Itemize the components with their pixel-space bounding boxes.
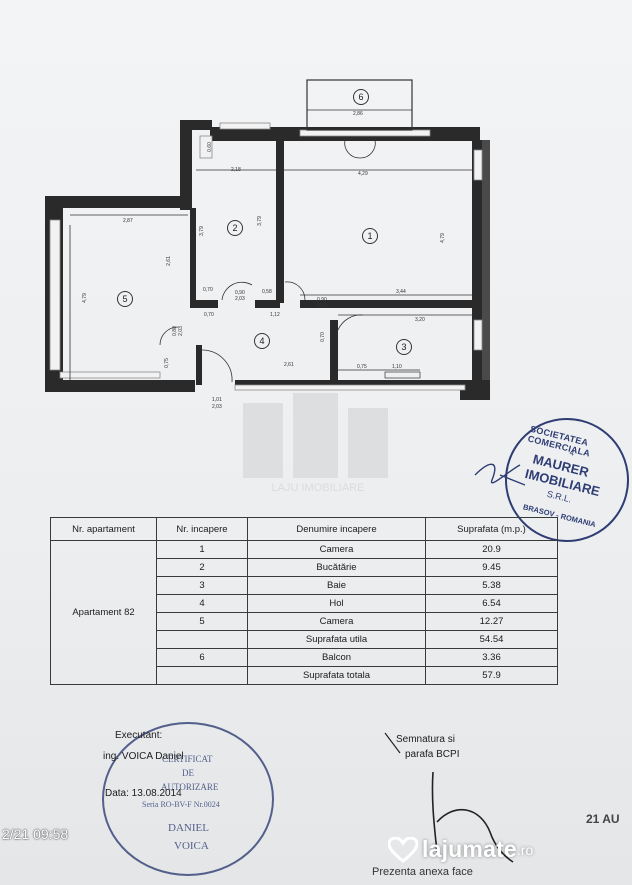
dim-room2-height: 3,79 bbox=[198, 226, 205, 236]
room-area-cell: 20.9 bbox=[425, 540, 558, 559]
room-name-cell: Camera bbox=[247, 612, 426, 631]
cert-line-2: DE bbox=[182, 768, 194, 778]
cert-line-3: AUTORIZARE bbox=[161, 782, 219, 792]
dim-mid-3: 0,70 bbox=[319, 332, 326, 342]
dim-room1-width: 4,29 bbox=[358, 171, 368, 177]
dim-hall-height-2: 2,03 bbox=[177, 326, 184, 336]
dim-room2-height-2: 3,79 bbox=[256, 216, 263, 226]
room-nr-cell: 4 bbox=[156, 594, 248, 613]
executant-title: Executant: bbox=[115, 730, 163, 741]
room-area-cell: 6.54 bbox=[425, 594, 558, 613]
date-stamp-right: 21 AU bbox=[586, 812, 620, 826]
dim-entry-width: 1,01 bbox=[212, 397, 222, 403]
watermark-text: LAJU IMOBILIARE bbox=[272, 482, 365, 493]
cert-line-1: CERTIFICAT bbox=[162, 754, 213, 764]
room-nr-cell: 2 bbox=[156, 558, 248, 577]
room-nr-cell bbox=[156, 630, 248, 649]
room-nr-cell: 6 bbox=[156, 648, 248, 667]
dim-hall-width: 2,61 bbox=[284, 362, 294, 368]
room-number-1: 1 bbox=[362, 228, 378, 244]
room-area-cell: 57.9 bbox=[425, 666, 558, 685]
room-name-cell: Bucătărie bbox=[247, 558, 426, 577]
dim-small-2: 0,70 bbox=[204, 312, 214, 318]
dim-bath-b: 1,10 bbox=[392, 364, 402, 370]
photo-timestamp: 2/21 09:58 bbox=[2, 826, 69, 842]
room-nr-cell: 1 bbox=[156, 540, 248, 559]
room-number-5: 5 bbox=[117, 291, 133, 307]
signature-label-2: parafa BCPI bbox=[405, 749, 460, 760]
room-area-cell: 12.27 bbox=[425, 612, 558, 631]
dim-door-b: 0,90 bbox=[317, 297, 327, 303]
table-row: 5 Camera 12.27 bbox=[51, 612, 558, 631]
signature-label-1: Semnatura si bbox=[396, 734, 455, 745]
floor-plan bbox=[45, 79, 490, 400]
room-area-cell: 9.45 bbox=[425, 558, 558, 577]
room-name-cell: Suprafata utila bbox=[247, 630, 426, 649]
dim-bath-a: 0,75 bbox=[357, 364, 367, 370]
room-name-cell: Baie bbox=[247, 576, 426, 595]
room-area-cell: 3.36 bbox=[425, 648, 558, 667]
cert-line-4: Seria RO-BV-F Nr.0024 bbox=[142, 800, 220, 809]
certification-stamp: CERTIFICAT DE AUTORIZARE Seria RO-BV-F N… bbox=[102, 722, 274, 876]
dim-entry-height: 2,03 bbox=[212, 404, 222, 410]
executant-date: Data: 13.08.2014 bbox=[105, 788, 182, 799]
room-number-2: 2 bbox=[227, 220, 243, 236]
watermark-logo: LAJU IMOBILIARE bbox=[243, 393, 388, 493]
dim-room5-height: 4,79 bbox=[81, 293, 88, 303]
dim-mid-2: 0,58 bbox=[262, 289, 272, 295]
room-number-4: 4 bbox=[254, 333, 270, 349]
room-nr-cell: 5 bbox=[156, 612, 248, 631]
table-header-area: Suprafata (m.p.) bbox=[425, 517, 558, 541]
room-area-cell: 5.38 bbox=[425, 576, 558, 595]
room-number-3: 3 bbox=[396, 339, 412, 355]
room-name-cell: Camera bbox=[247, 540, 426, 559]
room-name-cell: Hol bbox=[247, 594, 426, 613]
dim-door-a: 0,90 bbox=[235, 290, 245, 296]
table-header-room-name: Denumire incapere bbox=[247, 517, 426, 541]
dim-room2-width: 2,18 bbox=[231, 167, 241, 173]
room-name-cell: Balcon bbox=[247, 648, 426, 667]
dim-room5-width: 2,87 bbox=[123, 218, 133, 224]
dim-balcony-width: 2,86 bbox=[353, 111, 363, 117]
dim-small-a: 0,60 bbox=[206, 142, 213, 152]
logo-text: lajumate bbox=[422, 836, 517, 862]
stamp-number: 4 bbox=[568, 447, 576, 458]
lajumate-logo: lajumate .ro bbox=[388, 836, 533, 863]
table-row: 6 Balcon 3.36 bbox=[51, 648, 558, 667]
bottom-note: Prezenta anexa face bbox=[372, 866, 473, 878]
table-row: 2 Bucătărie 9.45 bbox=[51, 558, 558, 577]
table-header-apartment: Nr. apartament bbox=[50, 517, 157, 541]
table-header-room-nr: Nr. incapere bbox=[156, 517, 248, 541]
dim-mid: 1,12 bbox=[270, 312, 280, 318]
table-row: Apartament 82 1 Camera 20.9 bbox=[50, 540, 558, 685]
room-number-6: 6 bbox=[353, 89, 369, 105]
table-header-row: Nr. apartament Nr. incapere Denumire inc… bbox=[50, 517, 558, 541]
cert-line-6: VOICA bbox=[174, 840, 209, 852]
room-area-cell: 54.54 bbox=[425, 630, 558, 649]
executant-name: ing. VOICA Daniel bbox=[103, 751, 184, 762]
dim-small-1: 0,70 bbox=[203, 287, 213, 293]
dim-room3-width-2: 3,20 bbox=[415, 317, 425, 323]
pen-line bbox=[384, 732, 401, 754]
cert-line-5: DANIEL bbox=[168, 822, 209, 834]
dim-room3-width-1: 3,44 bbox=[396, 289, 406, 295]
apartment-cell: Apartament 82 bbox=[50, 540, 157, 685]
dim-room1-height: 4,79 bbox=[439, 233, 446, 243]
heart-icon bbox=[388, 836, 418, 863]
dim-small-b: 0,75 bbox=[163, 358, 170, 368]
logo-suffix: .ro bbox=[516, 841, 534, 858]
rooms-table: Nr. apartament Nr. incapere Denumire inc… bbox=[50, 517, 558, 685]
dim-room5-height-2: 2,61 bbox=[165, 256, 172, 266]
dim-door-b-height: 2,03 bbox=[317, 303, 327, 309]
table-row: Suprafata utila 54.54 bbox=[51, 630, 558, 649]
stamp-signature-scribble bbox=[474, 463, 526, 486]
room-nr-cell: 3 bbox=[156, 576, 248, 595]
room-name-cell: Suprafata totala bbox=[247, 666, 426, 685]
signature-scribble bbox=[431, 771, 514, 863]
dim-door-a-height: 2,03 bbox=[235, 296, 245, 302]
room-nr-cell bbox=[156, 666, 248, 685]
table-row: Suprafata totala 57.9 bbox=[51, 666, 558, 685]
